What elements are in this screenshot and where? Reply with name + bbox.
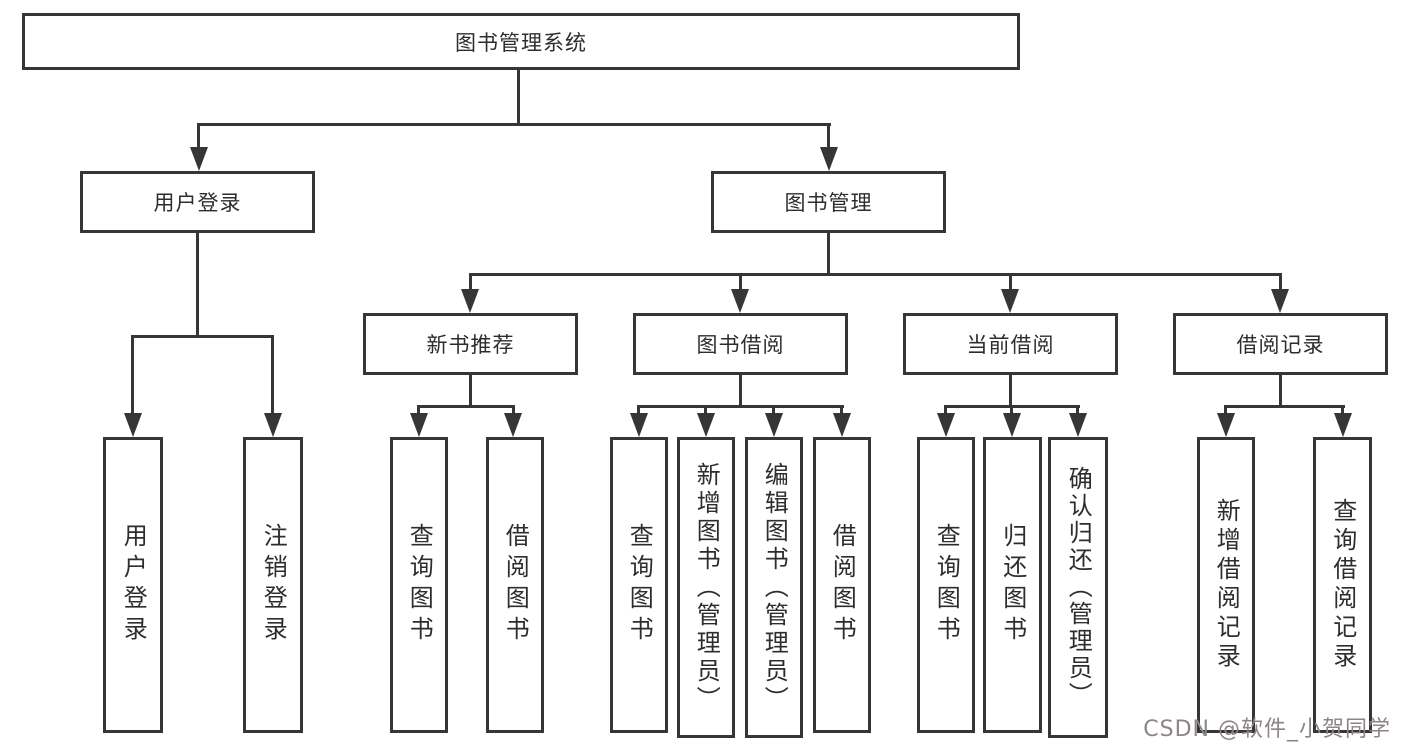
- node-new-book-recommend: 新书推荐: [363, 313, 578, 375]
- connector-book-stem: [827, 233, 830, 273]
- node-book-management-branch: 图书管理: [711, 171, 946, 233]
- leaf-query-books-borrowing: 查询图书: [610, 437, 668, 733]
- connector-module-stem: [739, 375, 742, 405]
- leaf-return-books: 归还图书: [983, 437, 1042, 733]
- connector-module-drop: [1009, 273, 1012, 291]
- connector-book-drop: [827, 123, 830, 149]
- leaf-label: 注销登录: [259, 523, 288, 647]
- connector-module-rail: [417, 405, 515, 408]
- node-label: 新书推荐: [426, 333, 515, 357]
- connector-module-rail: [637, 405, 844, 408]
- arrow-down-icon: [731, 289, 749, 313]
- leaf-logout: 注销登录: [243, 437, 303, 733]
- connector-leaf-drop: [512, 405, 515, 415]
- node-root: 图书管理系统: [22, 13, 1020, 70]
- connector-book-rail: [469, 273, 1282, 276]
- node-root-label: 图书管理系统: [455, 30, 587, 55]
- connector-leaf-drop: [637, 405, 640, 415]
- connector-leaf-drop: [1010, 405, 1013, 415]
- connector-module-rail: [1224, 405, 1345, 408]
- connector-module-stem: [1009, 375, 1012, 405]
- leaf-query-borrow-record: 查询借阅记录: [1313, 437, 1372, 733]
- arrow-down-icon: [504, 413, 522, 437]
- arrow-down-icon: [820, 147, 838, 171]
- leaf-label: 查询图书: [932, 523, 961, 647]
- connector-module-drop: [469, 273, 472, 291]
- connector-user-rail: [131, 335, 274, 338]
- leaf-label: 用户登录: [119, 523, 148, 647]
- arrow-down-icon: [1001, 289, 1019, 313]
- connector-leaf-drop: [840, 405, 843, 415]
- node-current-borrowing: 当前借阅: [903, 313, 1118, 375]
- connector-leaf-drop: [704, 405, 707, 415]
- leaf-confirm-return-admin: 确认归还（管理员）: [1048, 437, 1108, 738]
- connector-leaf-drop: [1224, 405, 1227, 415]
- connector-root-stem: [517, 70, 520, 123]
- leaf-label: 借阅图书: [501, 523, 530, 647]
- arrow-down-icon: [1271, 289, 1289, 313]
- node-label: 图书借阅: [696, 333, 785, 357]
- leaf-label: 查询图书: [625, 523, 654, 647]
- arrow-down-icon: [1217, 413, 1235, 437]
- connector-module-drop: [739, 273, 742, 291]
- arrow-down-icon: [461, 289, 479, 313]
- connector-leaf-drop: [131, 335, 134, 415]
- node-label: 借阅记录: [1236, 333, 1325, 357]
- leaf-label: 编辑图书（管理员）: [760, 461, 789, 714]
- connector-module-stem: [469, 375, 472, 405]
- arrow-down-icon: [264, 413, 282, 437]
- leaf-edit-books-admin: 编辑图书（管理员）: [745, 437, 803, 738]
- leaf-borrow-books-recommend: 借阅图书: [486, 437, 544, 733]
- arrow-down-icon: [410, 413, 428, 437]
- connector-module-stem: [1279, 375, 1282, 405]
- arrow-down-icon: [697, 413, 715, 437]
- leaf-label: 新增借阅记录: [1212, 498, 1241, 672]
- connector-user-stem: [196, 233, 199, 335]
- connector-leaf-drop: [772, 405, 775, 415]
- node-user-login-branch: 用户登录: [80, 171, 315, 233]
- arrow-down-icon: [765, 413, 783, 437]
- connector-root-rail: [197, 123, 831, 126]
- leaf-label: 借阅图书: [828, 523, 857, 647]
- arrow-down-icon: [833, 413, 851, 437]
- connector-leaf-drop: [417, 405, 420, 415]
- arrow-down-icon: [630, 413, 648, 437]
- connector-leaf-drop: [1076, 405, 1079, 415]
- connector-leaf-drop: [944, 405, 947, 415]
- leaf-query-books-recommend: 查询图书: [390, 437, 448, 733]
- node-book-borrowing: 图书借阅: [633, 313, 848, 375]
- arrow-down-icon: [1069, 413, 1087, 437]
- leaf-label: 查询图书: [405, 523, 434, 647]
- arrow-down-icon: [1003, 413, 1021, 437]
- arrow-down-icon: [124, 413, 142, 437]
- leaf-borrow-books-borrowing: 借阅图书: [813, 437, 871, 733]
- node-borrowing-records: 借阅记录: [1173, 313, 1388, 375]
- connector-leaf-drop: [271, 335, 274, 415]
- leaf-query-books-current: 查询图书: [917, 437, 975, 733]
- watermark: CSDN @软件_小贺同学: [1143, 717, 1391, 742]
- connector-module-drop: [1279, 273, 1282, 291]
- arrow-down-icon: [1334, 413, 1352, 437]
- node-label: 当前借阅: [966, 333, 1055, 357]
- leaf-label: 查询借阅记录: [1328, 498, 1357, 672]
- arrow-down-icon: [937, 413, 955, 437]
- arrow-down-icon: [190, 147, 208, 171]
- leaf-label: 归还图书: [998, 523, 1027, 647]
- node-label: 用户登录: [153, 191, 242, 215]
- leaf-user-login: 用户登录: [103, 437, 163, 733]
- leaf-add-books-admin: 新增图书（管理员）: [677, 437, 735, 738]
- leaf-label: 新增图书（管理员）: [692, 461, 721, 714]
- connector-user-drop: [197, 123, 200, 149]
- leaf-label: 确认归还（管理员）: [1064, 466, 1093, 709]
- node-label: 图书管理: [784, 191, 873, 215]
- leaf-add-borrow-record: 新增借阅记录: [1197, 437, 1255, 733]
- connector-leaf-drop: [1341, 405, 1344, 415]
